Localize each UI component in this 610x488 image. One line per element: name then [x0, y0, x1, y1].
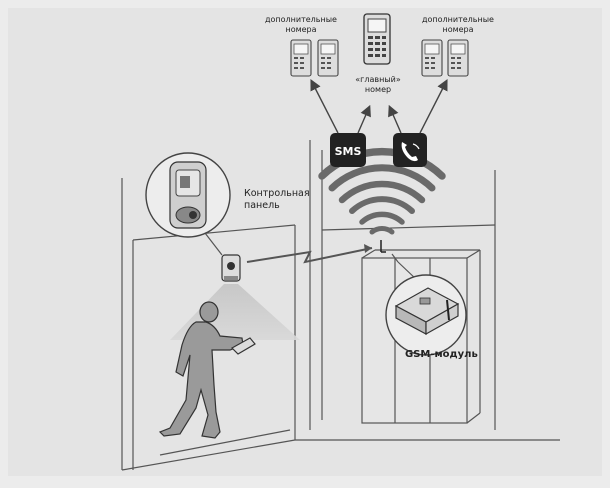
phone-handset-icon [401, 142, 418, 162]
sensor-signal-line [246, 247, 373, 264]
inner-panel [8, 8, 602, 476]
main-number-label-line2: номер [365, 85, 391, 94]
motion-sensor [221, 254, 241, 282]
intruder-silhouette [158, 301, 256, 439]
additional-phone-icon [317, 39, 339, 77]
sms-badge: SMS [330, 133, 366, 167]
signal-arrowhead [364, 244, 372, 253]
notification-arrows [310, 79, 448, 134]
extra-numbers-right-line1: дополнительные [422, 15, 494, 24]
additional-phone-icon [447, 39, 469, 77]
room-outline [121, 140, 560, 471]
extra-numbers-left-line1: дополнительные [265, 15, 337, 24]
call-badge [393, 133, 427, 167]
additional-phone-icon [290, 39, 312, 77]
sms-icon: SMS [335, 145, 362, 158]
extra-numbers-right-line2: номера [442, 25, 473, 34]
extra-numbers-left-line2: номера [285, 25, 316, 34]
control-panel-label-line1: Контрольная [244, 188, 310, 199]
additional-phone-icon [421, 39, 443, 77]
main-phone-icon [363, 13, 391, 65]
gsm-module-label: GSM-модуль [405, 349, 478, 360]
control-panel-callout [145, 152, 231, 256]
gsm-module-callout [385, 253, 467, 356]
antenna-icon [380, 240, 386, 253]
main-number-label-line1: «главный» [355, 75, 401, 84]
control-panel-label-line2: панель [244, 200, 280, 211]
